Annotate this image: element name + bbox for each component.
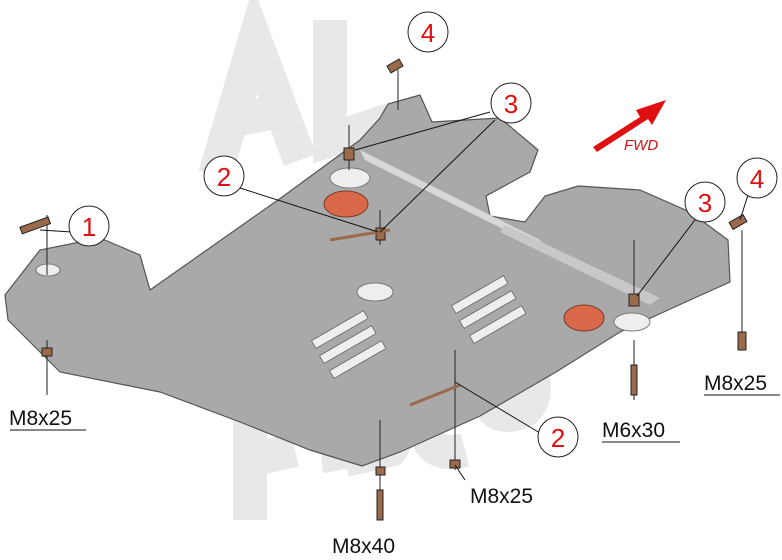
callout-4-top: 4 (407, 11, 449, 53)
svg-text:3: 3 (698, 188, 712, 218)
svg-text:4: 4 (750, 164, 764, 194)
fastener-labels: M8x25 M8x25 M6x30 M8x25 M8x40 (9, 372, 767, 558)
fastener-label: M8x25 (9, 407, 72, 430)
callout-3-right: 3 (684, 181, 726, 223)
fastener-label: M8x40 (332, 535, 395, 558)
svg-text:2: 2 (217, 162, 231, 192)
bolts (19, 58, 748, 521)
svg-text:1: 1 (82, 212, 96, 242)
svg-text:4: 4 (421, 18, 435, 48)
svg-text:3: 3 (504, 89, 518, 119)
callout-3-top: 3 (490, 82, 532, 124)
fwd-indicator: FWD (593, 100, 666, 154)
fastener-label: M8x25 (470, 485, 533, 508)
svg-text:2: 2 (551, 423, 565, 453)
svg-text:FWD: FWD (624, 137, 658, 154)
callout-2-bottom: 2 (537, 416, 579, 458)
leader-lines (10, 111, 780, 481)
fwd-arrow-icon (593, 100, 666, 152)
callout-2-left: 2 (203, 155, 245, 197)
callouts: 4 3 2 1 3 4 2 (68, 11, 778, 458)
fastener-label: M8x25 (704, 372, 767, 395)
callout-1: 1 (68, 205, 110, 247)
fastener-label: M6x30 (602, 419, 665, 442)
callout-4-right: 4 (736, 157, 778, 199)
skid-plate (4, 94, 731, 467)
